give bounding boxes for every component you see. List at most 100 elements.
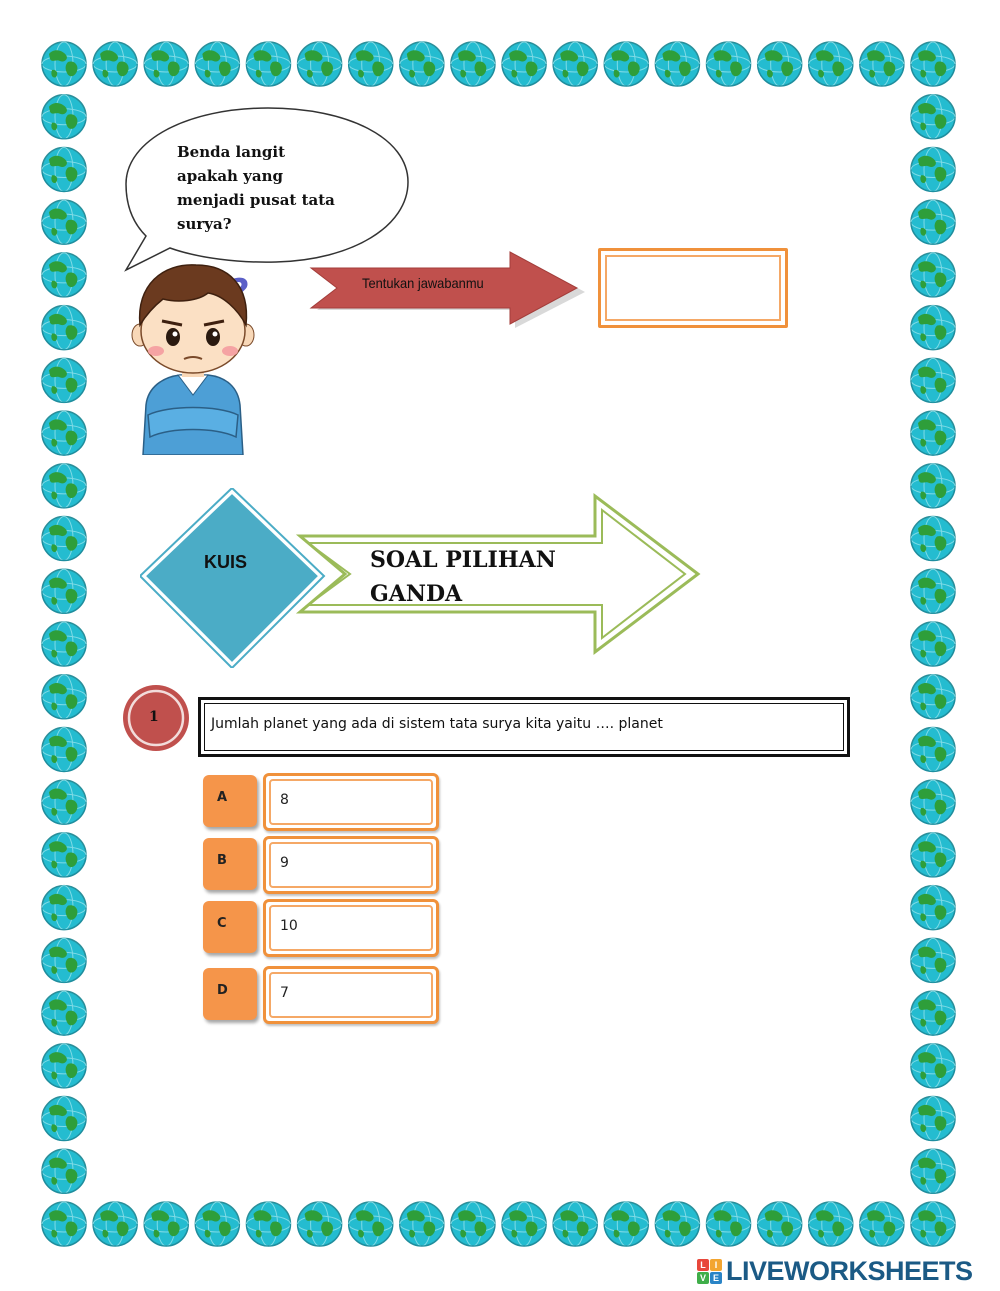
globe-icon: [450, 41, 496, 87]
bubble-question: Benda langit apakah yang menjadi pusat t…: [177, 140, 377, 236]
option-value: 8: [280, 792, 289, 808]
prompt-arrow: [309, 251, 585, 328]
globe-icon: [41, 990, 87, 1036]
answer-box: [598, 248, 788, 328]
globe-icon: [41, 93, 87, 140]
option-letter-label: A: [217, 790, 228, 805]
option-value: 7: [280, 985, 289, 1001]
globe-icon: [92, 1201, 138, 1247]
globe-icon: [654, 1201, 701, 1247]
quiz-header-graphic: [140, 488, 701, 668]
speech-bubble: [124, 107, 409, 272]
globe-icon: [910, 1095, 956, 1142]
prompt-arrow-label: Tentukan jawabanmu: [362, 275, 484, 291]
question-number-badge: [123, 685, 189, 751]
logo-cube: L: [697, 1258, 709, 1271]
globe-icon: [41, 41, 87, 87]
globe-icon: [41, 1095, 87, 1142]
globe-icon: [910, 41, 956, 87]
globe-icon: [910, 1043, 956, 1089]
bubble-line: Benda langit: [177, 143, 285, 161]
section-title-line: GANDA: [370, 581, 463, 607]
option-letter-label: C: [217, 916, 227, 931]
globe-icon: [41, 884, 87, 931]
section-title: SOAL PILIHAN GANDA: [370, 543, 620, 611]
logo-cube: I: [710, 1258, 722, 1271]
option-d-box[interactable]: 7: [263, 966, 439, 1024]
globe-icon: [501, 1201, 547, 1247]
globe-icon: [194, 41, 241, 87]
globe-icon: [910, 779, 956, 825]
globe-icon: [92, 41, 138, 87]
option-a-box[interactable]: 8: [263, 773, 439, 831]
globe-icon: [910, 1148, 956, 1195]
bubble-line: menjadi pusat tata: [177, 191, 335, 209]
globe-icon: [41, 1201, 87, 1247]
globe-icon: [41, 252, 87, 298]
option-b-box[interactable]: 9: [263, 836, 439, 894]
globe-icon: [910, 1201, 956, 1247]
quiz-badge-label: KUIS: [204, 552, 248, 572]
globe-icon: [910, 357, 956, 404]
globe-icon: [910, 884, 956, 931]
globe-icon: [859, 41, 905, 87]
globe-icon: [41, 673, 87, 720]
globe-icon: [910, 937, 956, 984]
globe-icon: [450, 1201, 496, 1247]
globe-icon: [910, 990, 956, 1036]
option-a-letter[interactable]: A: [203, 775, 257, 827]
option-d-letter[interactable]: D: [203, 968, 257, 1020]
question-number: 1: [149, 709, 159, 725]
option-c-letter[interactable]: C: [203, 901, 257, 953]
globe-icon: [603, 1201, 650, 1247]
globe-icon: [808, 41, 854, 87]
globe-icon: [910, 515, 956, 562]
option-letter-label: D: [217, 983, 228, 998]
globe-icon: [143, 41, 189, 87]
globe-icon: [910, 304, 956, 351]
globe-icon: [347, 1201, 394, 1247]
globe-icon: [41, 410, 87, 456]
globe-icon: [143, 1201, 189, 1247]
globe-icon: [41, 568, 87, 615]
globe-icon: [910, 673, 956, 720]
bubble-line: surya?: [177, 215, 232, 233]
logo-cube: E: [710, 1271, 722, 1284]
globe-icon: [41, 726, 87, 773]
option-c-box[interactable]: 10: [263, 899, 439, 957]
globe-icon: [41, 832, 87, 878]
globe-icon: [910, 410, 956, 456]
question-text: Jumlah planet yang ada di sistem tata su…: [211, 716, 663, 732]
globe-icon: [859, 1201, 905, 1247]
globe-icon: [501, 41, 547, 87]
globe-icon: [910, 726, 956, 773]
logo-cube: V: [697, 1271, 709, 1284]
thinking-boy-illustration: ?: [131, 264, 255, 455]
section-title-line: SOAL PILIHAN: [370, 547, 556, 573]
globe-icon: [245, 1201, 292, 1247]
option-letter-label: B: [217, 853, 227, 868]
globe-icon: [705, 1201, 752, 1247]
liveworksheets-logo: L I V E LIVEWORKSHEETS: [697, 1256, 973, 1286]
question-box: Jumlah planet yang ada di sistem tata su…: [198, 697, 850, 757]
globe-icon: [552, 41, 598, 87]
globe-icon: [347, 41, 394, 87]
globe-icon: [910, 93, 956, 140]
globe-icon: [654, 41, 701, 87]
globe-icon: [41, 463, 87, 509]
globe-icon: [41, 621, 87, 667]
globe-icon: [910, 252, 956, 298]
globe-icon: [41, 357, 87, 404]
globe-icon: [756, 1201, 803, 1247]
option-b-letter[interactable]: B: [203, 838, 257, 890]
globe-icon: [603, 41, 650, 87]
globe-icon: [41, 1148, 87, 1195]
globe-icon: [41, 937, 87, 984]
logo-cubes-icon: L I V E: [697, 1258, 722, 1284]
globe-icon: [910, 568, 956, 615]
globe-icon: [756, 41, 803, 87]
answer-input[interactable]: [613, 263, 773, 311]
globe-icon: [552, 1201, 598, 1247]
globe-icon: [910, 199, 956, 245]
globe-icon: [41, 146, 87, 193]
